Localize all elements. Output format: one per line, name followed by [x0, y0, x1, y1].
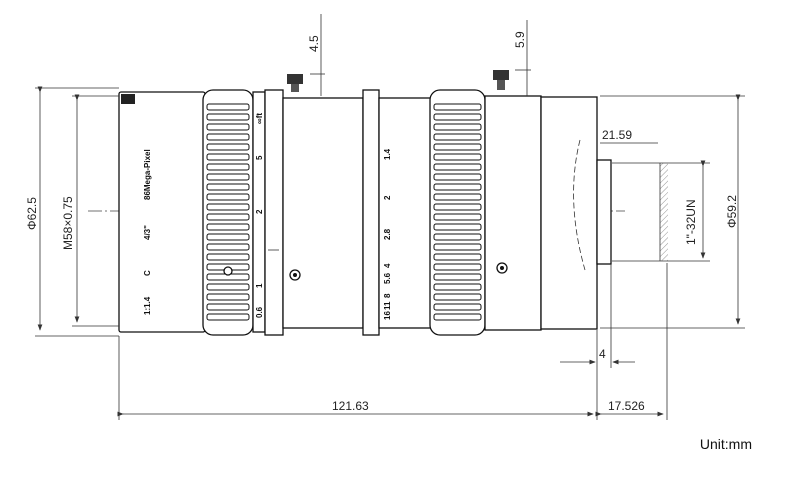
svg-text:1"-32UN: 1"-32UN: [684, 199, 698, 245]
dimension-screw-left: 4.5: [307, 14, 325, 96]
svg-text:4: 4: [599, 347, 606, 361]
iris-scale-mark: 5.6: [383, 272, 392, 284]
format-marking: 4/3": [143, 225, 152, 240]
svg-text:4.5: 4.5: [307, 35, 321, 52]
iris-scale-mark: 11: [383, 301, 392, 310]
focus-scale-mark: 1: [255, 283, 264, 288]
svg-text:Φ62.5: Φ62.5: [25, 197, 39, 230]
focus-barrel: [252, 89, 432, 336]
screw-icon: [287, 74, 303, 92]
aperture-marking: 1:1.4: [143, 296, 152, 315]
iris-knurled-ring: [429, 89, 486, 336]
focus-scale-mark: 2: [255, 209, 264, 214]
dimension-total-length: 121.63: [117, 336, 598, 420]
iris-scale-mark: 8: [383, 293, 392, 298]
focus-scale-mark: ∞ft: [255, 113, 264, 124]
c-mount-marking: C: [143, 270, 152, 276]
focus-scale-mark: 5: [255, 155, 264, 160]
dimension-mount-diameter: Φ59.2: [600, 94, 745, 329]
iris-scale-mark: 1.4: [383, 148, 392, 160]
iris-scale-mark: 4: [383, 263, 392, 268]
dimension-mount-thread: 1"-32UN: [612, 160, 710, 262]
rear-body: [484, 95, 668, 331]
screw-icon: [493, 70, 509, 90]
svg-text:M58×0.75: M58×0.75: [61, 196, 75, 250]
dimension-screw-right: 5.9: [513, 20, 531, 96]
svg-text:121.63: 121.63: [332, 399, 369, 413]
focus-knurled-ring: [202, 89, 254, 336]
svg-text:21.59: 21.59: [602, 128, 632, 142]
focus-scale: 0.6 1 2 5 ∞ft: [255, 113, 264, 318]
dimension-mount-depth: 21.59: [600, 128, 658, 144]
iris-scale-mark: 16: [383, 311, 392, 320]
iris-scale-mark: 2: [383, 195, 392, 200]
unit-label: Unit:mm: [699, 436, 752, 452]
svg-text:17.526: 17.526: [608, 399, 645, 413]
dimension-filter-thread: M58×0.75: [61, 94, 119, 327]
dimension-mount-step: 4: [560, 264, 635, 368]
resolution-marking: 86Mega-Pixel: [143, 149, 152, 200]
focus-scale-mark: 0.6: [255, 306, 264, 318]
svg-text:Φ59.2: Φ59.2: [725, 195, 739, 228]
iris-scale-mark: 2.8: [383, 228, 392, 240]
svg-text:5.9: 5.9: [513, 31, 527, 48]
dimension-flange-diameter: Φ62.5: [25, 86, 119, 337]
front-body: [118, 91, 206, 333]
dimension-flange-back: 17.526: [595, 263, 668, 420]
index-dot-icon: [223, 266, 233, 276]
